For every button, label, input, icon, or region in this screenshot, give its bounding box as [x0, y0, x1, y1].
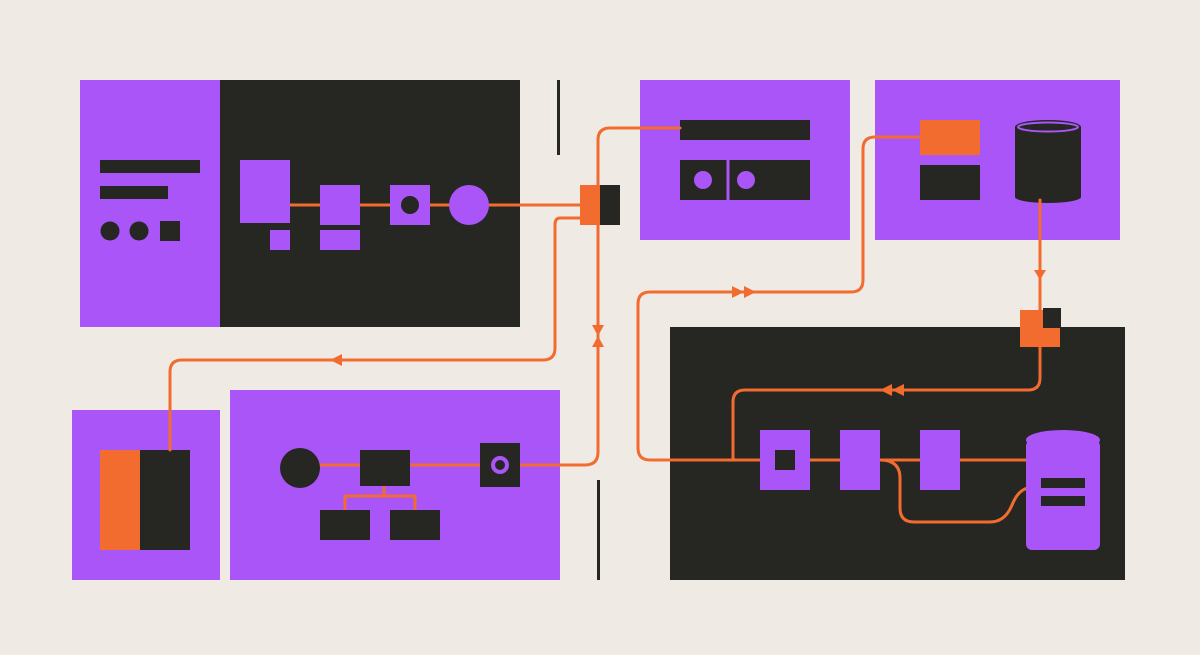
panel-top-right	[875, 80, 1120, 240]
node-circle	[449, 185, 489, 225]
arrow-icon-right-2	[744, 286, 756, 298]
arrows	[330, 270, 1046, 396]
arrow-icon-left-1	[880, 384, 892, 396]
dark-half	[140, 450, 190, 550]
connector-node-icon-2	[1020, 308, 1061, 347]
inner-node-2	[840, 430, 880, 490]
link-junction-to-top-center	[596, 126, 682, 207]
dot-2	[129, 221, 149, 241]
pipeline-bottom-right-nodes	[760, 430, 1100, 550]
text-line-2	[100, 186, 168, 199]
tree-branch	[343, 484, 417, 514]
media-dot-2	[737, 171, 755, 189]
arrow-icon-down-db	[1034, 270, 1046, 280]
arrow-icon-up	[592, 336, 604, 347]
media-dot-1	[694, 171, 712, 189]
header-bar	[680, 120, 810, 140]
tree-root-circle	[280, 448, 320, 488]
arrow-icon-left-2	[892, 384, 904, 396]
tree-child-right	[390, 510, 440, 540]
node-small-square	[270, 230, 290, 250]
divider-line-bottom	[597, 480, 600, 580]
tree-parent	[360, 450, 410, 486]
link-junction-to-bottom-center	[513, 216, 600, 467]
node-rect-2-base	[320, 230, 360, 250]
arrow-icon-right-1	[732, 286, 744, 298]
text-line-1	[100, 160, 200, 173]
orange-half	[100, 450, 142, 550]
database-cylinder-icon	[1015, 120, 1081, 203]
arrow-icon-left	[330, 354, 342, 366]
node-rect-2	[320, 185, 360, 225]
divider-line-top	[557, 80, 560, 155]
server-cylinder-icon	[1026, 430, 1100, 550]
dot-1	[100, 221, 120, 241]
tree-nodes	[280, 443, 520, 540]
pipeline-top-left-nodes	[240, 160, 489, 250]
link-inner-branch	[878, 458, 1030, 524]
node-large-rect	[240, 160, 290, 223]
arrow-icon-down	[592, 325, 604, 336]
panel-top-left-purple	[80, 80, 222, 327]
panel-top-center	[640, 80, 850, 240]
panel-top-right-bg	[875, 80, 1120, 240]
inner-node-1-core	[775, 450, 795, 470]
connector-node-icon	[580, 185, 620, 225]
square-dot	[160, 221, 180, 241]
dark-block	[920, 165, 980, 200]
link-junction-to-bottom-left	[168, 216, 590, 452]
panel-bottom-left-small	[72, 410, 220, 580]
tree-child-left	[320, 510, 370, 540]
node-framed-dot-inner	[401, 196, 419, 214]
orange-block	[920, 120, 980, 155]
tree-end-node-dot	[495, 460, 505, 470]
inner-node-3	[920, 430, 960, 490]
